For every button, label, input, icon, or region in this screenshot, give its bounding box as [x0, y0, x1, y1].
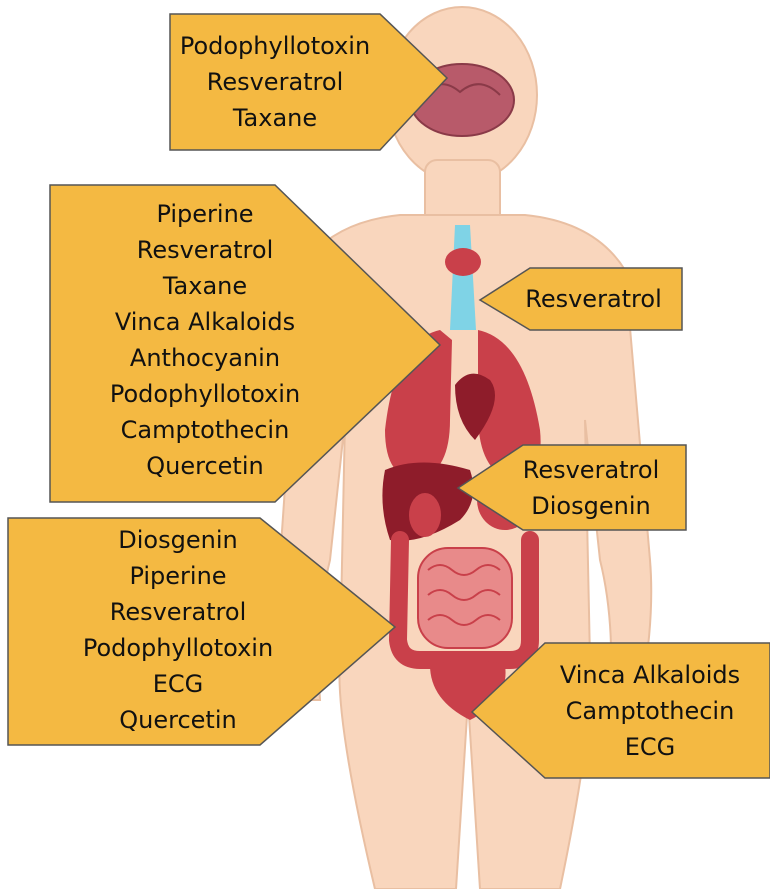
liver-compound-label: Resveratrol [496, 452, 686, 488]
brain-compound-label: Resveratrol [170, 64, 380, 100]
pelvis-compound-label: Vinca Alkaloids [530, 657, 770, 693]
thyroid-callout: Resveratrol [505, 281, 682, 317]
thyroid-organ [445, 248, 481, 276]
liver-compound-label: Diosgenin [496, 488, 686, 524]
pelvis-compound-label: ECG [530, 729, 770, 765]
lungs-compound-label: Vinca Alkaloids [50, 304, 360, 340]
kidney-organ [409, 493, 441, 537]
lungs-compound-label: Camptothecin [50, 412, 360, 448]
lungs-compound-label: Quercetin [50, 448, 360, 484]
lungs-compound-label: Resveratrol [50, 232, 360, 268]
intestine-compound-label: ECG [8, 666, 348, 702]
pelvis-compound-label: Camptothecin [530, 693, 770, 729]
lungs-compound-label: Taxane [50, 268, 360, 304]
lungs-compound-label: Podophyllotoxin [50, 376, 360, 412]
thyroid-compound-label: Resveratrol [505, 281, 682, 317]
brain-compound-label: Podophyllotoxin [170, 28, 380, 64]
intestine-compound-label: Piperine [8, 558, 348, 594]
lungs-compound-label: Piperine [50, 196, 360, 232]
intestine-compound-label: Resveratrol [8, 594, 348, 630]
intestine-compound-label: Podophyllotoxin [8, 630, 348, 666]
small-intestine-organ [418, 548, 512, 648]
brain-compound-label: Taxane [170, 100, 380, 136]
intestine-compound-label: Diosgenin [8, 522, 348, 558]
intestine-compound-label: Quercetin [8, 702, 348, 738]
lungs-compound-label: Anthocyanin [50, 340, 360, 376]
